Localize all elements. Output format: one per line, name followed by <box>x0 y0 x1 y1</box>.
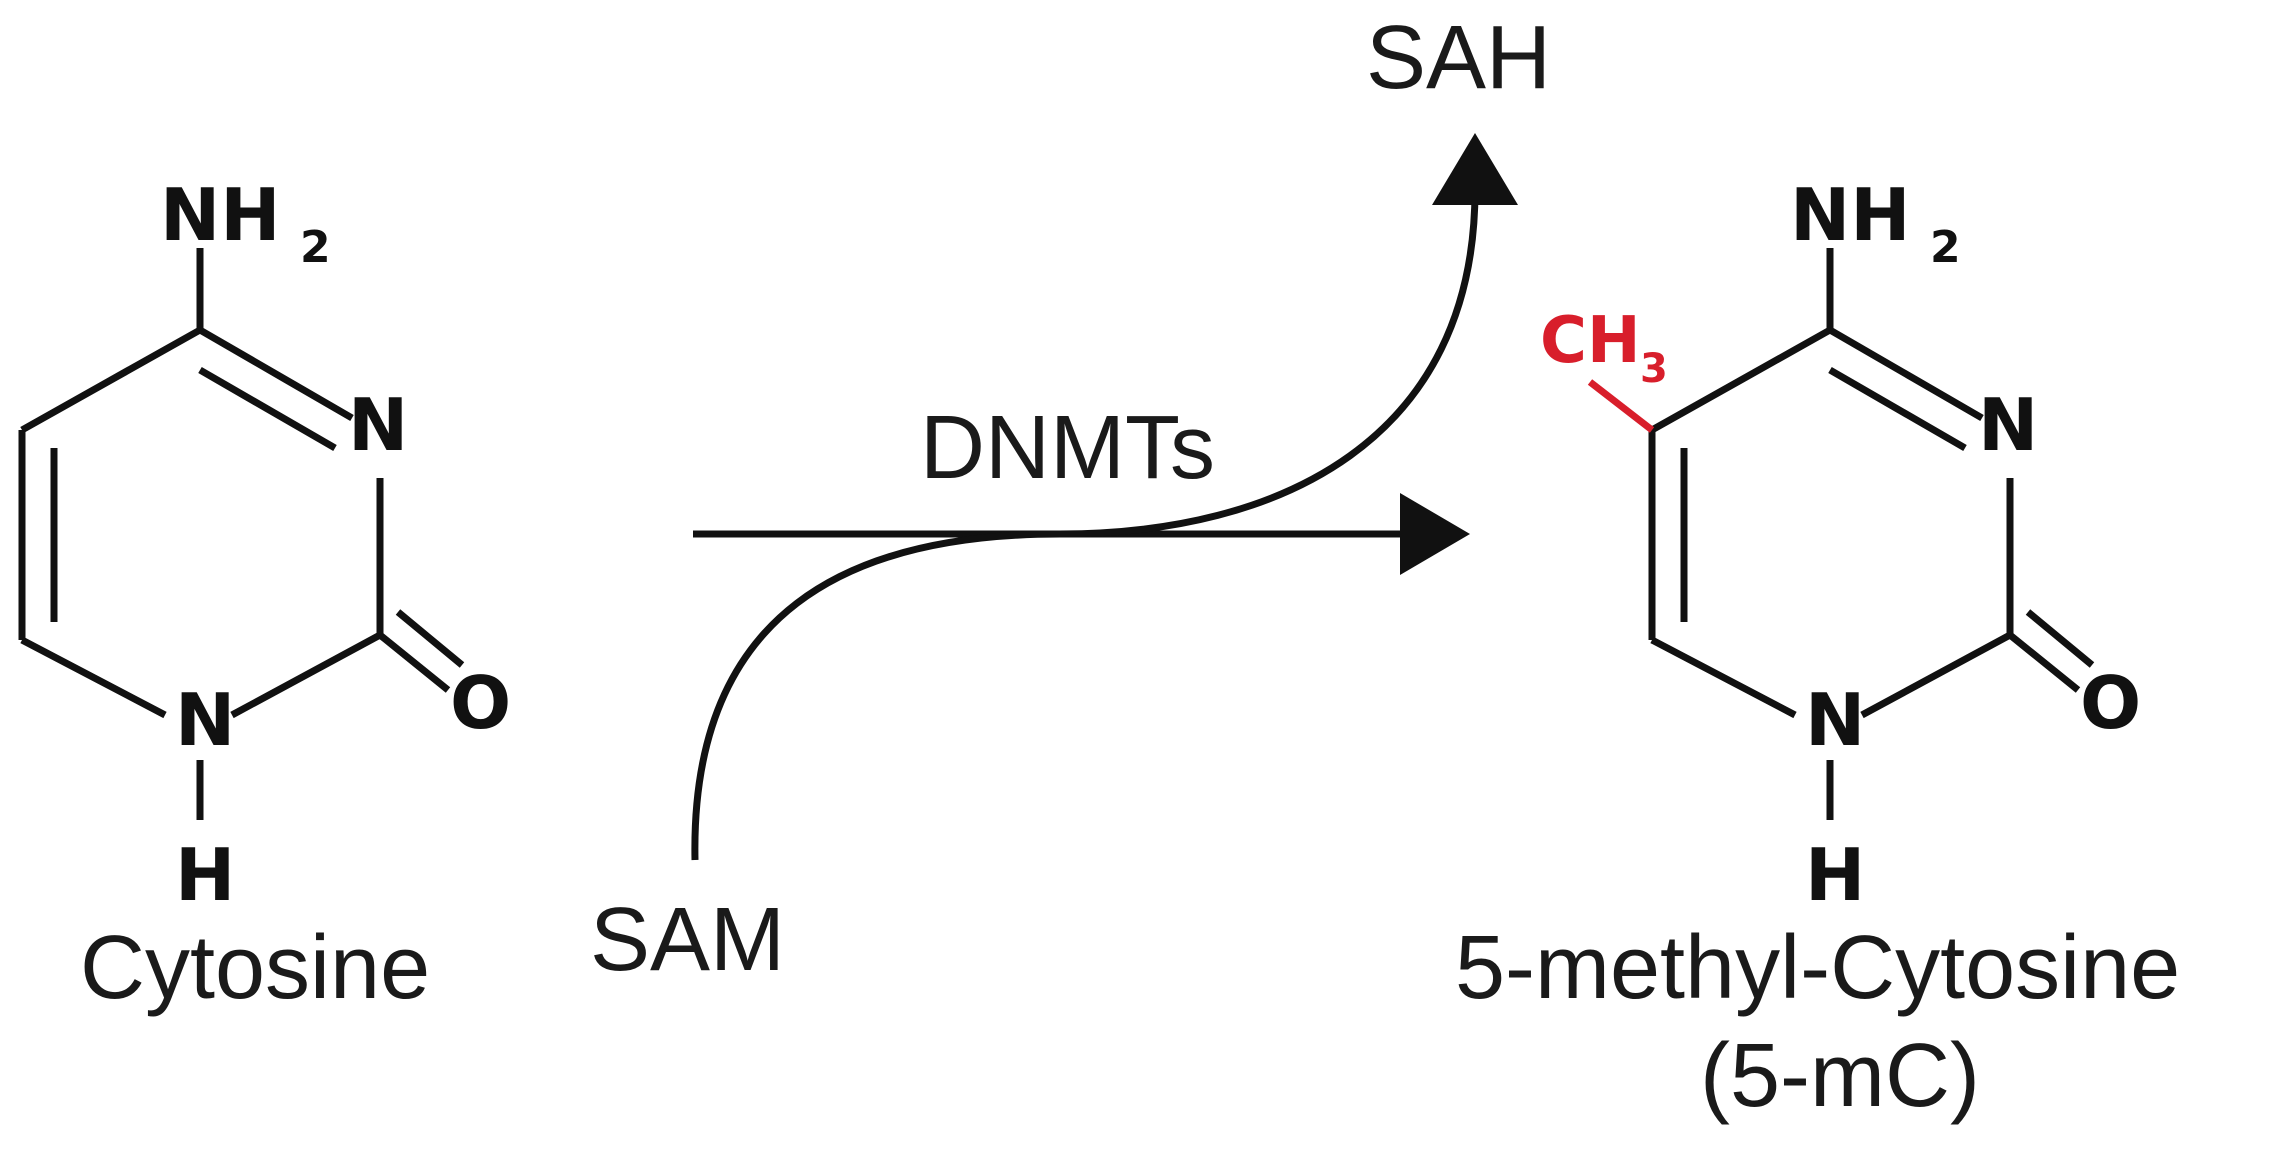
bond-n3-c4 <box>198 326 354 422</box>
enzyme-label: DNMTs <box>920 398 1215 498</box>
bond-n1-c2 <box>1860 631 2012 719</box>
cytosine-structure: NH 2 N N O H Cytosine <box>18 173 511 1018</box>
cytosine-amino-subscript: 2 <box>300 222 331 273</box>
cytosine-n1-label: N <box>175 678 235 762</box>
methylcytosine-name: 5-methyl-Cytosine <box>1455 918 2180 1018</box>
sam-label: SAM <box>590 890 785 990</box>
cytosine-h-label: H <box>175 833 235 917</box>
cytosine-oxygen-label: O <box>450 661 511 745</box>
bond-c2-o <box>2007 632 2081 693</box>
methyl-group-label: CH <box>1540 304 1641 378</box>
bond-n3-c4-double <box>198 366 337 452</box>
cytosine-n3-label: N <box>348 383 408 467</box>
bond-c5-methyl <box>1587 379 1655 433</box>
bond-c4-c5 <box>20 326 202 434</box>
methylcytosine-amino-label: NH <box>1790 173 1911 257</box>
bond-n3-c4 <box>1828 326 1984 422</box>
main-arrow-head <box>1400 493 1470 575</box>
sah-label: SAH <box>1366 8 1551 108</box>
bond-c2-o-double <box>2025 609 2095 668</box>
methylcytosine-h-label: H <box>1805 833 1865 917</box>
methyl-group-subscript: 3 <box>1640 346 1668 392</box>
bond-c6-n1 <box>20 636 167 719</box>
methylcytosine-n1-label: N <box>1805 678 1865 762</box>
methylcytosine-n3-label: N <box>1978 383 2038 467</box>
bond-c2-o <box>377 632 451 693</box>
bond-n1-c2 <box>230 631 382 719</box>
methylcytosine-structure: NH 2 CH 3 N N O H 5-methyl-Cytosine (5-m… <box>1455 173 2180 1126</box>
bond-c6-n1 <box>1650 636 1797 719</box>
methylcytosine-oxygen-label: O <box>2080 661 2141 745</box>
cofactor-arrow-head <box>1432 133 1518 205</box>
bond-c2-o-double <box>395 609 465 668</box>
cytosine-amino-label: NH <box>160 173 281 257</box>
cofactor-curved-arrow <box>691 189 1479 861</box>
methylcytosine-abbreviation: (5-mC) <box>1700 1026 1980 1126</box>
cytosine-name: Cytosine <box>80 918 430 1018</box>
bond-n3-c4-double <box>1828 366 1967 452</box>
reaction-arrows: DNMTs SAM SAH <box>590 8 1551 990</box>
methylcytosine-amino-subscript: 2 <box>1930 222 1961 273</box>
bond-c4-c5 <box>1650 326 1832 434</box>
